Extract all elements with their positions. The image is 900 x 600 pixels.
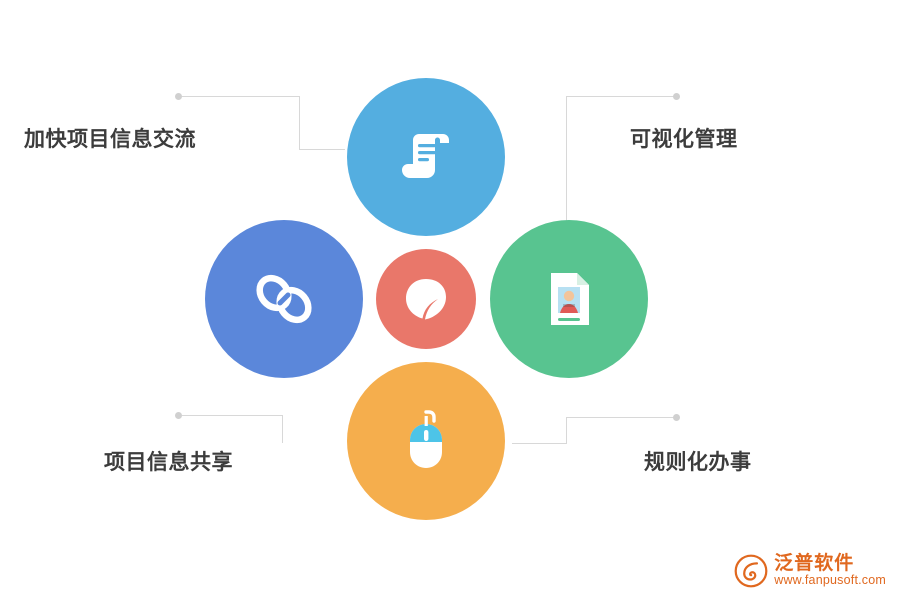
connector-top-left-segment-3: [299, 149, 345, 150]
node-scroll-circle[interactable]: [347, 78, 505, 236]
leaf-shield-icon: [406, 279, 446, 320]
label-bottom-right: 规则化办事: [644, 451, 752, 474]
computer-mouse-icon: [410, 410, 442, 468]
connector-bottom-right-segment-3: [566, 417, 676, 418]
fanpu-logo-icon: [734, 554, 768, 588]
label-top-right: 可视化管理: [630, 128, 738, 151]
node-idcard-circle[interactable]: [490, 220, 648, 378]
connector-top-left-endpoint-dot: [175, 93, 182, 100]
connector-top-right-segment-1: [566, 96, 676, 97]
id-card-icon: [551, 273, 589, 325]
scroll-document-icon: [402, 134, 449, 178]
connector-bottom-left-endpoint-dot: [175, 412, 182, 419]
connector-top-right-segment-2: [566, 96, 567, 251]
label-top-left: 加快项目信息交流: [24, 128, 196, 151]
connector-top-left-segment-1: [182, 96, 300, 97]
chain-link-icon: [256, 274, 312, 324]
watermark-name: 泛普软件: [774, 553, 855, 575]
label-bottom-left: 项目信息共享: [104, 451, 233, 474]
node-leaf-circle[interactable]: [376, 249, 476, 349]
node-link-circle[interactable]: [205, 220, 363, 378]
watermark-url: www.fanpusoft.com: [774, 573, 886, 588]
watermark: 泛普软件 www.fanpusoft.com: [734, 554, 886, 588]
connector-bottom-right-endpoint-dot: [673, 414, 680, 421]
connector-bottom-right-segment-1: [512, 443, 566, 444]
connector-bottom-left-segment-1: [182, 415, 283, 416]
connector-bottom-left-segment-2: [282, 415, 283, 443]
connector-top-right-endpoint-dot: [673, 93, 680, 100]
connector-top-left-segment-2: [299, 96, 300, 150]
connector-bottom-right-segment-2: [566, 417, 567, 444]
node-mouse-circle[interactable]: [347, 362, 505, 520]
